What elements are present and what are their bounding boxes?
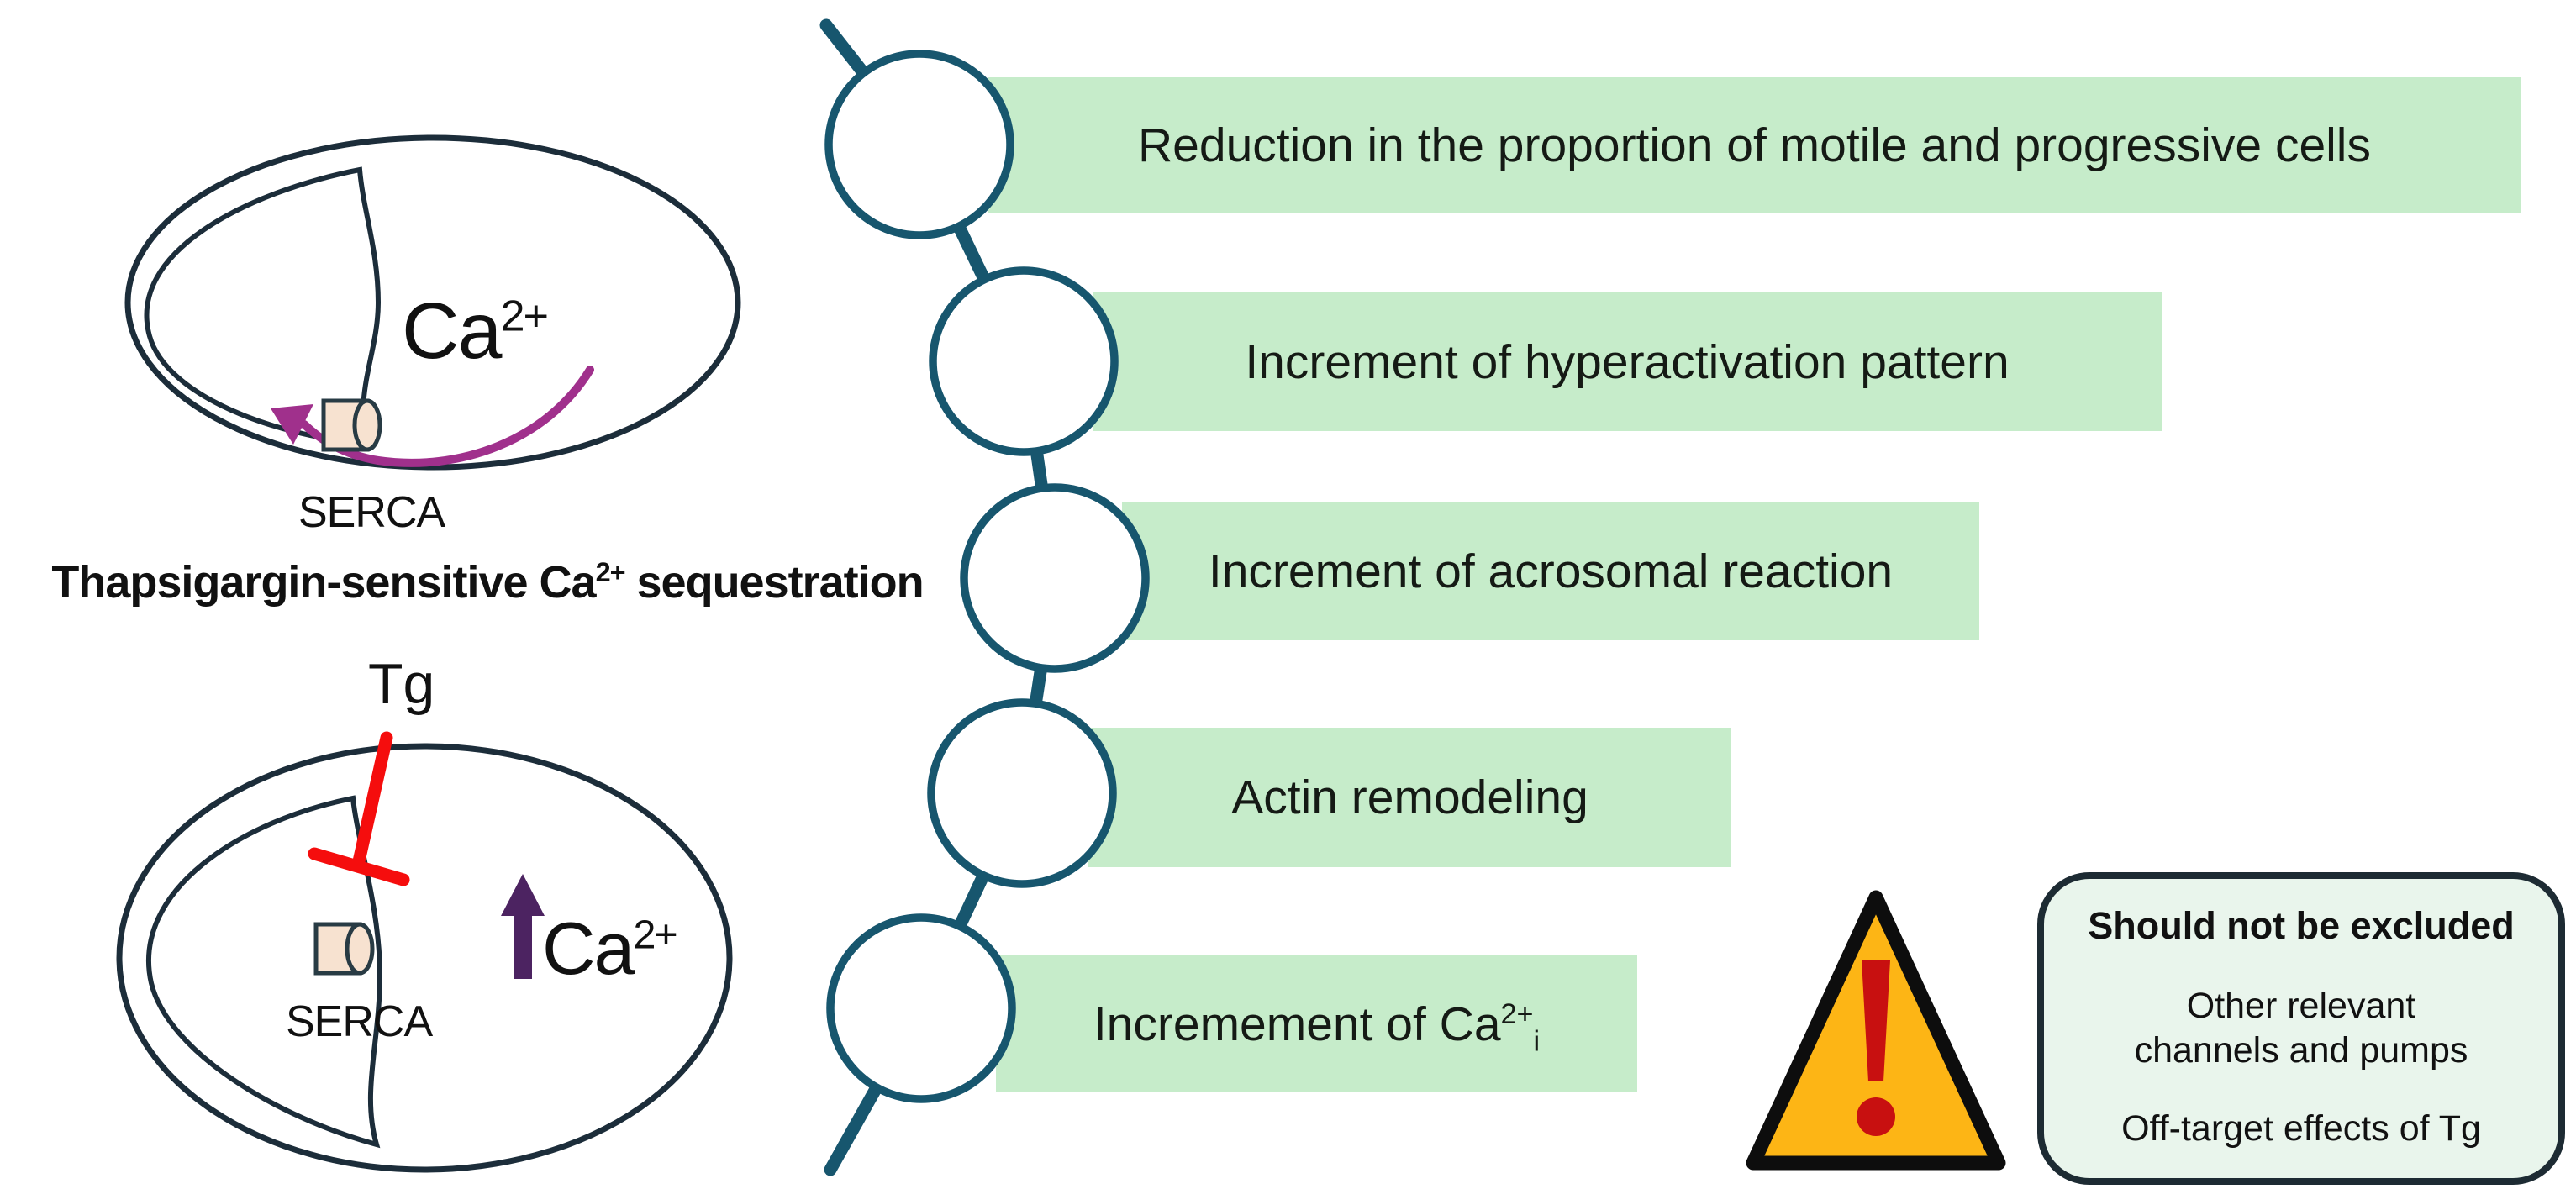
effect-bar-motility: Reduction in the proportion of motile an… bbox=[988, 77, 2521, 213]
note-box-title: Should not be excluded bbox=[2088, 904, 2515, 947]
chain-node-icon bbox=[824, 50, 1014, 239]
ca-increase-arrow-icon bbox=[501, 874, 545, 979]
page-title: Thapsigargin-sensitive Ca2+ sequestratio… bbox=[51, 557, 924, 608]
ca-label-bottom: Ca2+ bbox=[542, 907, 678, 990]
serca-pump-icon bbox=[321, 398, 382, 452]
effect-label: Actin remodeling bbox=[1231, 771, 1588, 824]
effect-label: Incremement of Ca2+i bbox=[1093, 997, 1541, 1057]
effect-bar-acrosomal: Increment of acrosomal reaction bbox=[1122, 502, 1979, 640]
effect-bar-actin: Actin remodeling bbox=[1088, 728, 1731, 867]
tg-label: Tg bbox=[368, 652, 435, 716]
effect-bar-hyperactivation: Increment of hyperactivation pattern bbox=[1093, 292, 2162, 431]
serca-label-bottom: SERCA bbox=[286, 997, 433, 1046]
chain-node-icon bbox=[929, 266, 1119, 456]
acrosome-membrane bbox=[144, 166, 382, 447]
chain-node-icon bbox=[826, 913, 1016, 1103]
effect-label: Increment of acrosomal reaction bbox=[1208, 545, 1894, 598]
note-box-offtarget-text: Off-target effects of Tg bbox=[2121, 1108, 2481, 1149]
warning-triangle-icon bbox=[1746, 890, 2006, 1171]
effect-label: Reduction in the proportion of motile an… bbox=[1138, 118, 2371, 172]
note-box: Should not be excluded Other relevant ch… bbox=[2037, 872, 2565, 1185]
acrosome-membrane bbox=[146, 795, 383, 1149]
chain-node-icon bbox=[927, 698, 1117, 888]
effect-label: Increment of hyperactivation pattern bbox=[1245, 334, 2010, 389]
chain-node-icon bbox=[960, 483, 1150, 673]
tg-inhibition-icon bbox=[308, 731, 410, 886]
effect-bar-calcium: Incremement of Ca2+i bbox=[996, 955, 1637, 1092]
ca-label-top: Ca2+ bbox=[402, 287, 549, 376]
note-box-channels-text: Other relevant channels and pumps bbox=[2134, 986, 2468, 1071]
ca-influx-arrow-icon bbox=[271, 366, 594, 467]
serca-label-top: SERCA bbox=[298, 488, 445, 537]
serca-pump-icon bbox=[313, 922, 375, 976]
